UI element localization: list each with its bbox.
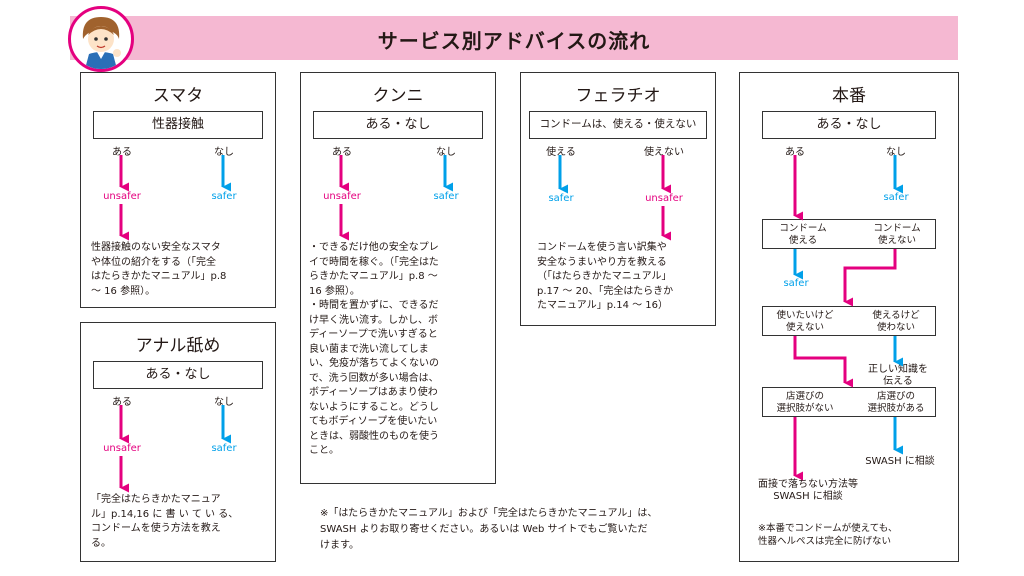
safer-label: safer: [211, 443, 237, 454]
safer-label: safer: [211, 191, 237, 202]
has-shop-choice: 店選びの選択肢がある: [867, 391, 925, 414]
panel-title: 本番: [832, 86, 866, 106]
safer-label-top: safer: [883, 192, 909, 203]
footnote: ※「はたらきかたマニュアル」および「完全はたらきかたマニュアル」は、SWASH …: [320, 508, 658, 551]
shop-choice-box: 店選びの選択肢がない 店選びの選択肢がある: [762, 387, 936, 417]
yes-label: 使える: [546, 147, 576, 158]
panel-title: フェラチオ: [575, 86, 661, 106]
unsafer-label: unsafer: [103, 191, 141, 202]
panel-kunni: クンニ ある・なし ある なし unsafer safer ・できるだけ他の安全…: [300, 72, 496, 484]
want-but-cannot: 使いたいけど使えない: [776, 310, 834, 333]
arrow-honban-want: [793, 336, 854, 388]
condition-box: 性器接触: [93, 111, 263, 139]
advice-text: ・できるだけ他の安全なプレイで時間を稼ぐ。（「完全はたらきかたマニュアル」p.8…: [309, 242, 439, 456]
yes-label: ある: [785, 147, 805, 158]
safer-label-condom: safer: [783, 278, 809, 289]
yes-label: ある: [332, 147, 352, 158]
panel-sumata: スマタ 性器接触 ある なし unsafer safer 性器接触のない安全なス…: [80, 72, 276, 308]
advice-text: 「完全はたらきかたマニュアル」p.14,16 に 書 い て い る、コンドーム…: [91, 494, 239, 549]
condition-label: ある・なし: [816, 117, 882, 132]
no-shop-choice: 店選びの選択肢がない: [776, 391, 834, 414]
condom-box: コンドーム使える コンドーム使えない: [762, 219, 936, 249]
no-label: 使えない: [644, 147, 684, 158]
swash-consult-label: SWASH に相談: [865, 456, 935, 467]
yes-label: ある: [112, 397, 132, 408]
condition-label: ある・なし: [365, 117, 431, 132]
safer-label: safer: [548, 193, 574, 204]
panel-anal: アナル舐め ある・なし ある なし unsafer safer 「完全はたらきか…: [80, 322, 276, 562]
no-label: なし: [436, 147, 456, 158]
condition-box: ある・なし: [313, 111, 483, 139]
no-label: なし: [886, 147, 906, 158]
condition-box: ある・なし: [762, 111, 936, 139]
panel-fera: フェラチオ コンドームは、使える・使えない 使える 使えない safer uns…: [520, 72, 716, 326]
condition-label: コンドームは、使える・使えない: [539, 118, 697, 130]
arrow-honban-condom-unusable: [843, 249, 897, 307]
no-label: なし: [214, 397, 234, 408]
condom-unusable: コンドーム使えない: [873, 223, 921, 246]
willingness-box: 使いたいけど使えない 使えるけど使わない: [762, 306, 936, 336]
unsafer-label: unsafer: [323, 191, 361, 202]
condition-box: ある・なし: [93, 361, 263, 389]
panel-title: アナル舐め: [135, 336, 221, 356]
panel-title: クンニ: [372, 86, 424, 106]
condom-usable: コンドーム使える: [779, 223, 827, 246]
advice-text: 性器接触のない安全なスマタや体位の紹介をする（「完全はたらきかたマニュアル」p.…: [91, 242, 227, 297]
page-title: サービス別アドバイスの流れ: [377, 29, 651, 53]
knowledge-label: 正しい知識を伝える: [868, 364, 928, 387]
can-but-dont: 使えるけど使わない: [872, 310, 920, 333]
panel-title: スマタ: [152, 86, 204, 106]
condition-label: ある・なし: [145, 367, 211, 382]
condition-box: コンドームは、使える・使えない: [529, 111, 707, 139]
unsafer-label: unsafer: [645, 193, 683, 204]
honban-note: ※本番でコンドームが使えても、性器ヘルペスは完全に防げない: [758, 523, 898, 547]
yes-label: ある: [112, 147, 132, 158]
safer-label: safer: [433, 191, 459, 202]
panel-honban: 本番 ある・なし ある なし safer コンドーム使える コンドーム使えない …: [739, 72, 959, 562]
advice-text: コンドームを使う言い訳集や安全なうまいやり方を教える（「はたらきかたマニュアル」…: [537, 242, 674, 311]
mascot-icon: [82, 17, 121, 69]
title-banner: サービス別アドバイスの流れ: [70, 16, 958, 60]
no-label: なし: [214, 147, 234, 158]
mascot-avatar: [68, 6, 134, 72]
unsafer-label: unsafer: [103, 443, 141, 454]
condition-label: 性器接触: [151, 117, 204, 132]
